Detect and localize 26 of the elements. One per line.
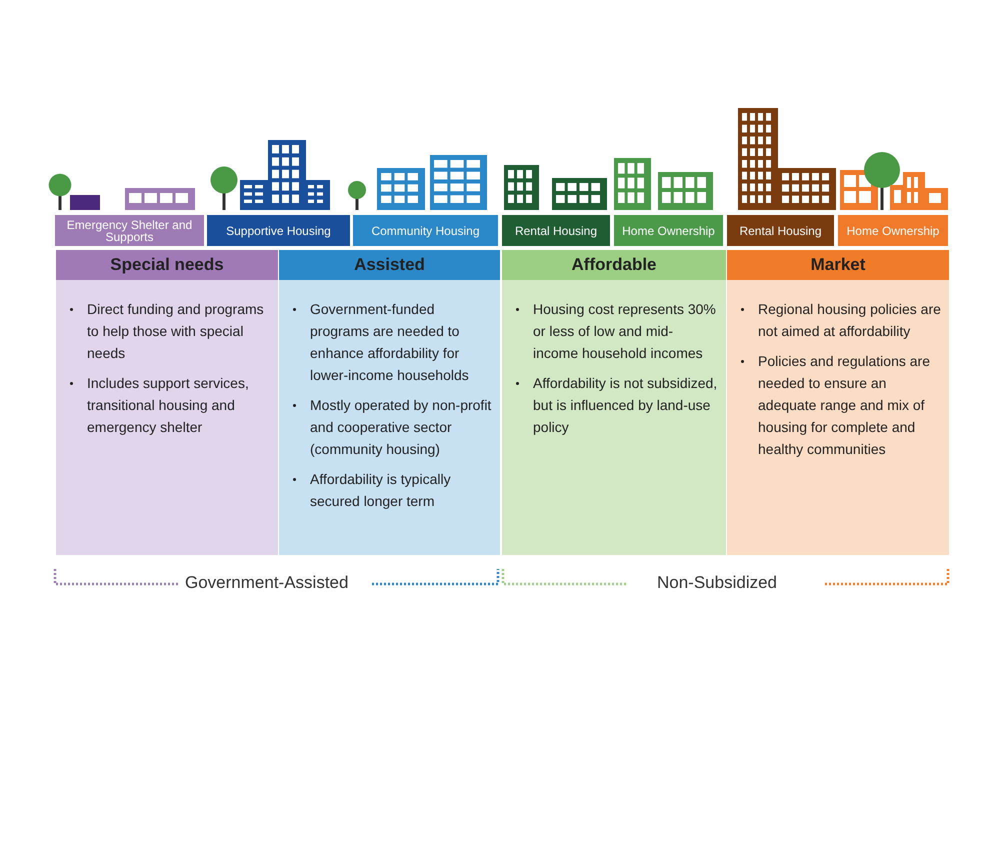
column-header: Special needs [56,250,278,280]
range-label: Government-Assisted [185,572,348,594]
category-tab: Supportive Housing [207,215,350,246]
category-tab: Rental Housing [727,215,834,246]
category-tab: Community Housing [353,215,498,246]
range-label: Non-Subsidized [657,572,778,594]
category-tab: Home Ownership [614,215,723,246]
bullet-text: Housing cost represents 30% or less of low and mid-income household incomes [533,300,717,363]
column-panel [279,250,500,555]
column-header: Market [727,250,949,280]
category-tab: Rental Housing [502,215,610,246]
bullet-text: Affordability is typically secured longer term [310,470,452,511]
bullet-text: Policies and regulations are needed to ensure an adequate range and mix of housing for complete and healthy communities [758,352,931,459]
bullet-text: Affordability is not subsidized, but is influenced by land-use policy [533,374,718,437]
bullet-text: Includes support services, transitional housing and emergency shelter [87,374,250,437]
column-panel [727,250,949,555]
bullet-text: Regional housing policies are not aimed at affordability [758,300,941,341]
column-header: Affordable [502,250,726,280]
bullet-text: Mostly operated by non-profit and cooperative sector (community housing) [310,396,492,459]
column-panel [56,250,278,555]
column-panel [502,250,726,555]
column-header: Assisted [279,250,500,280]
bullet-text: Government-funded programs are needed to enhance affordability for lower-income households [310,300,470,385]
category-tab: Emergency Shelter and Supports [55,215,204,246]
bullet-text: Direct funding and programs to help those with special needs [87,300,265,363]
category-tab: Home Ownership [838,215,948,246]
